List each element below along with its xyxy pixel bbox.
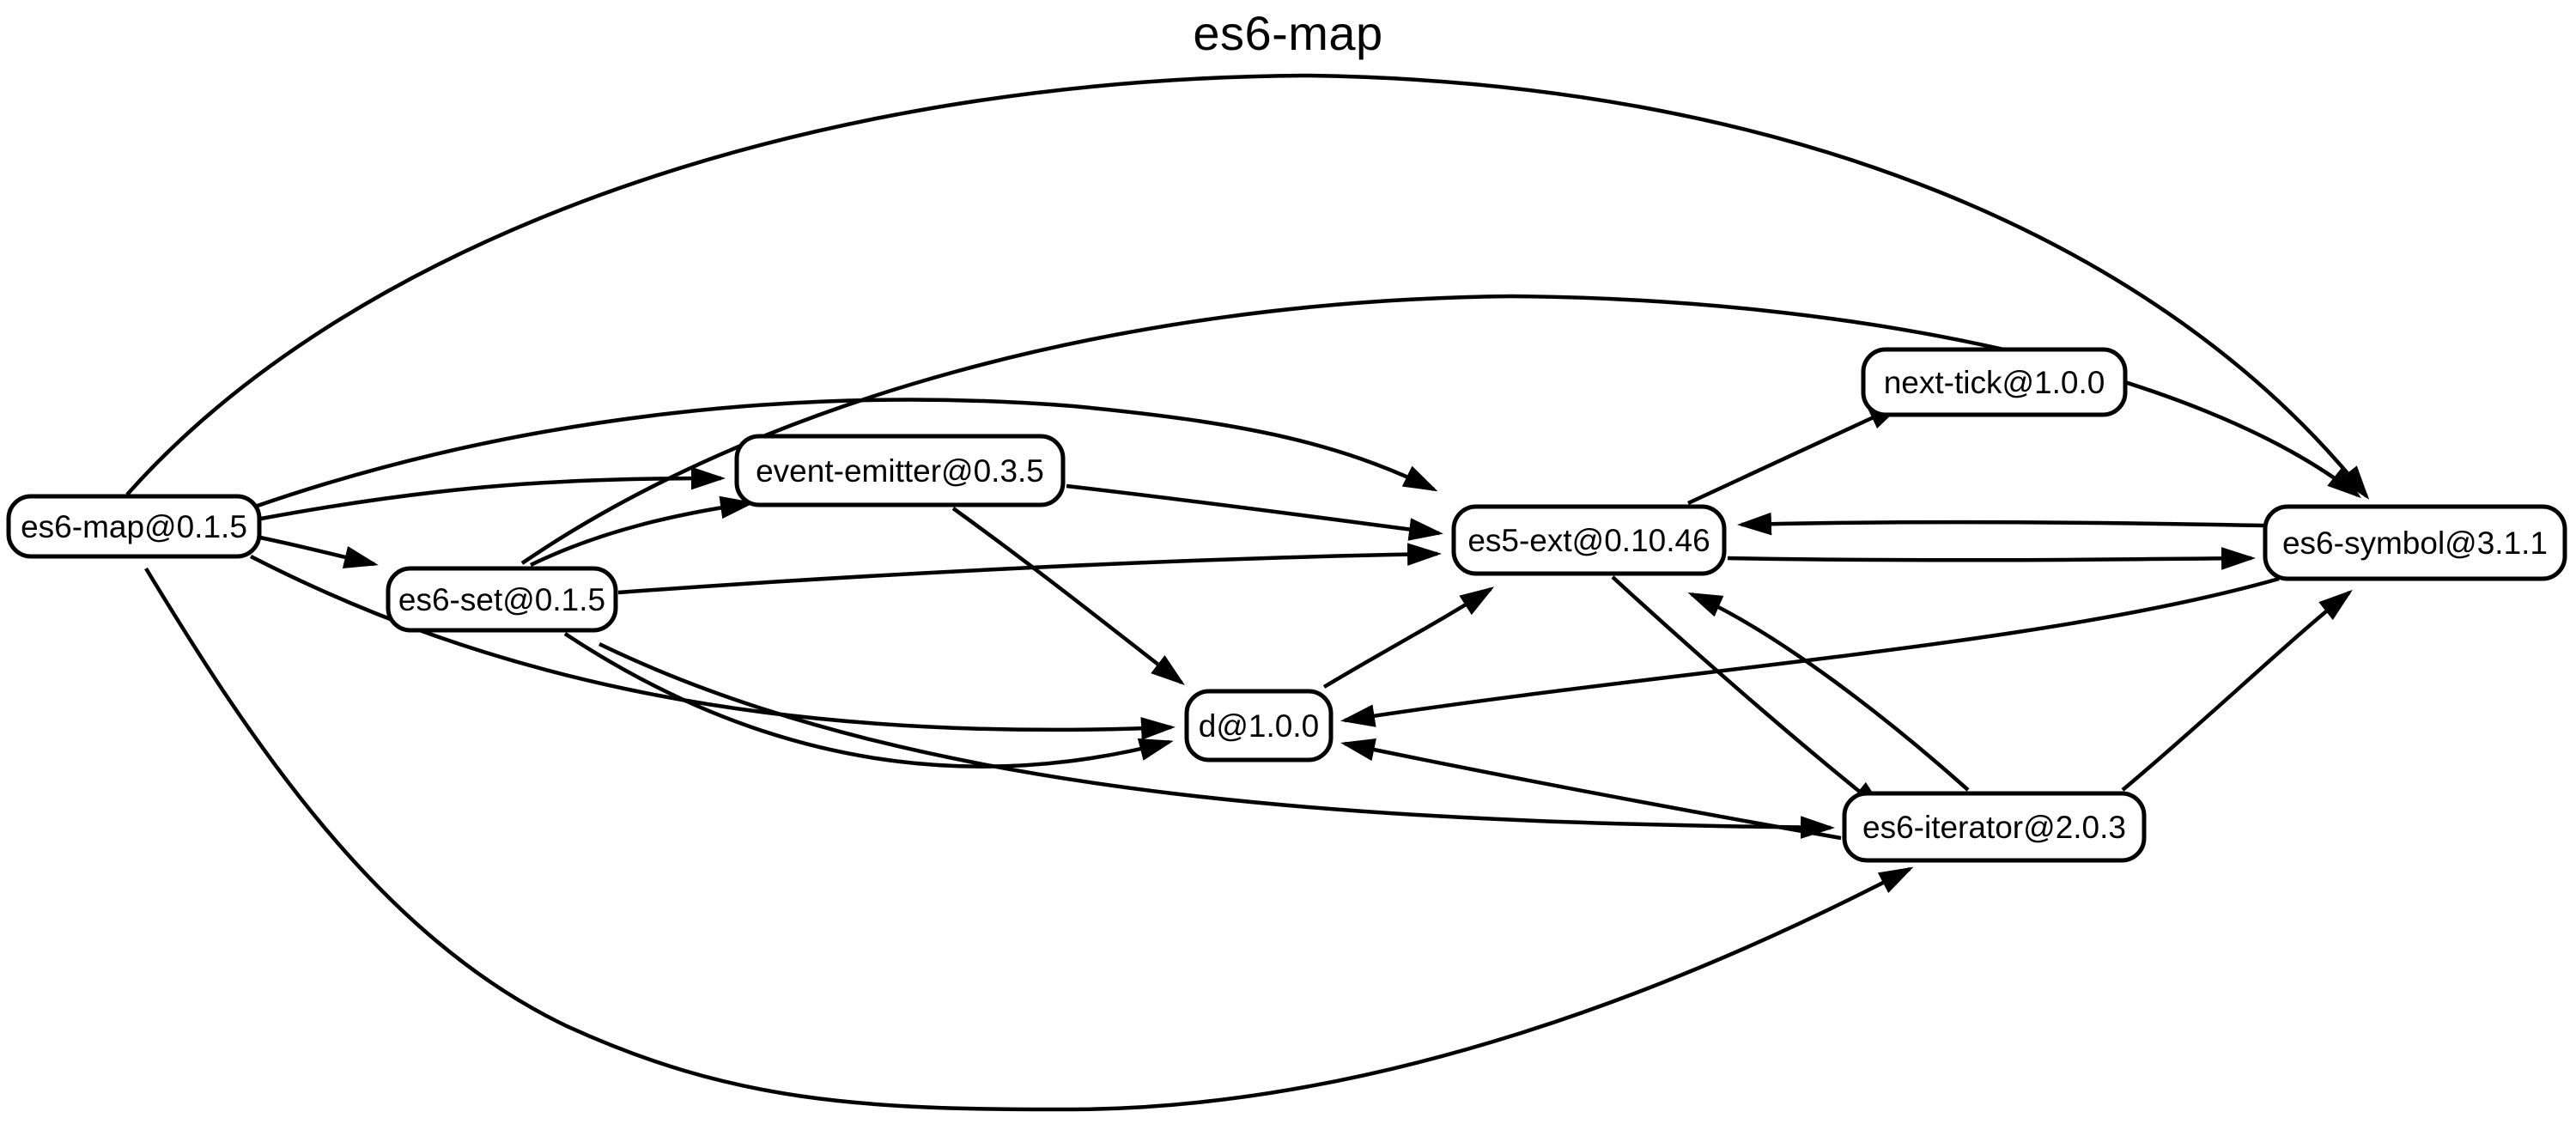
node-label-es6-map: es6-map@0.1.5: [21, 509, 247, 544]
edge-es5-ext--es6-iterator: [1611, 575, 1886, 813]
node-label-es6-iterator: es6-iterator@2.0.3: [1862, 810, 2126, 845]
node-label-event-emitter: event-emitter@0.3.5: [756, 453, 1044, 489]
node-es6-set: es6-set@0.1.5: [386, 566, 618, 633]
edge-es6-map--event-emitter: [260, 466, 726, 521]
edge-event-emitter--es5-ext: [1066, 483, 1443, 541]
node-box-es6-set: [386, 566, 618, 633]
node-box-es6-map: [6, 494, 262, 559]
node-box-event-emitter: [734, 434, 1066, 507]
node-es5-ext: es5-ext@0.10.46: [1451, 504, 1727, 576]
node-label-es5-ext: es5-ext@0.10.46: [1467, 523, 1710, 558]
edge-es6-map--d: [249, 554, 1176, 740]
node-label-es6-symbol: es6-symbol@3.1.1: [2282, 526, 2548, 561]
edge-es6-set--es5-ext: [617, 543, 1442, 595]
edge-es6-iterator--d: [1340, 738, 1842, 841]
edge-es6-set--d: [563, 632, 1174, 769]
edge-d--es5-ext: [1322, 586, 1495, 689]
edge-es6-iterator--es6-symbol: [2121, 589, 2353, 792]
edge-es5-ext--es6-symbol: [1727, 547, 2256, 570]
edge-es6-map--es6-symbol: [125, 73, 2370, 500]
node-d: d@1.0.0: [1184, 689, 1334, 762]
node-label-es6-set: es6-set@0.1.5: [398, 582, 605, 617]
edge-es5-ext--next-tick: [1687, 403, 1904, 506]
node-label-next-tick: next-tick@1.0.0: [1884, 365, 2105, 400]
node-box-d: [1184, 689, 1334, 762]
node-event-emitter: event-emitter@0.3.5: [734, 434, 1066, 507]
edge-es6-set--es6-iterator: [598, 641, 1835, 839]
edge-es6-set--es6-symbol: [520, 294, 2361, 565]
edges-layer: [125, 73, 2370, 1112]
node-label-d: d@1.0.0: [1199, 708, 1319, 744]
graph-title: es6-map: [1193, 6, 1383, 60]
edge-es6-set--event-emitter: [530, 495, 755, 568]
edge-es6-symbol--es5-ext: [1737, 512, 2264, 536]
node-es6-map: es6-map@0.1.5: [6, 494, 262, 559]
edge-event-emitter--d: [951, 507, 1185, 686]
edge-es6-symbol--d: [1340, 576, 2280, 727]
edge-es6-iterator--es5-ext: [1687, 592, 1970, 792]
edge-es6-map--es6-iterator: [144, 567, 1914, 1112]
node-box-next-tick: [1861, 347, 2128, 417]
node-es6-symbol: es6-symbol@3.1.1: [2263, 504, 2567, 581]
node-box-es6-symbol: [2263, 504, 2567, 581]
node-next-tick: next-tick@1.0.0: [1861, 347, 2128, 417]
node-es6-iterator: es6-iterator@2.0.3: [1842, 791, 2147, 863]
edge-es6-map--es6-set: [259, 535, 379, 568]
node-box-es5-ext: [1451, 504, 1727, 576]
edge-es6-map--es5-ext: [254, 398, 1438, 509]
node-box-es6-iterator: [1842, 791, 2147, 863]
nodes-layer: es6-map@0.1.5 es6-set@0.1.5 event-emitter@…: [6, 347, 2567, 863]
